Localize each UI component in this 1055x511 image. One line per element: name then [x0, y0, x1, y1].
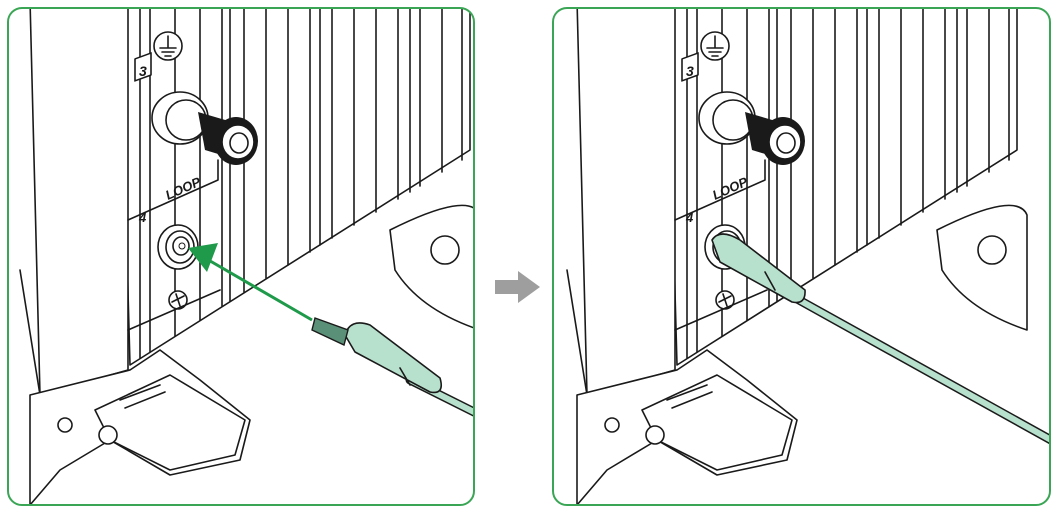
loop-cable-plugged	[711, 233, 1050, 450]
panel-frame	[552, 7, 1051, 506]
panel-frame	[7, 7, 475, 506]
loop-cable-plug	[311, 317, 474, 420]
panel-before: 3 4 LOOP	[7, 7, 475, 506]
label-terminal-4: 4	[685, 210, 694, 225]
label-terminal-4: 4	[138, 210, 147, 225]
label-terminal-3: 3	[139, 63, 147, 79]
label-terminal-3: 3	[686, 63, 694, 79]
next-step-arrow-icon	[495, 271, 540, 303]
panel-after: 3 4 LOOP	[552, 7, 1051, 506]
insert-arrow-icon	[188, 243, 313, 322]
